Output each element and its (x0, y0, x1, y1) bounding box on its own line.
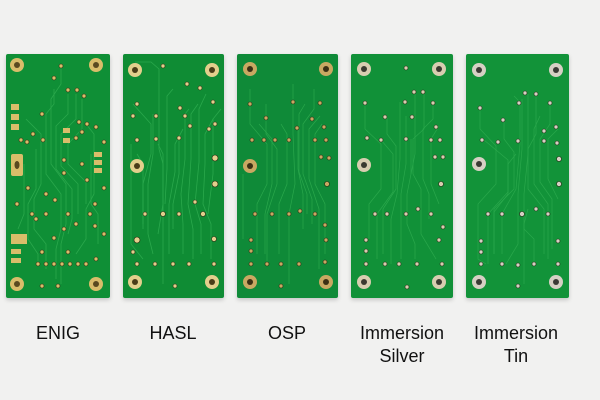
label-immersion-tin-line2: Tin (503, 346, 529, 366)
pcb-hasl-artwork (123, 54, 224, 298)
label-enig: ENIG (0, 322, 123, 345)
label-immersion-silver-line1: Immersion (359, 323, 444, 343)
label-osp: OSP (222, 322, 352, 345)
pcb-board-immersion-silver (351, 54, 453, 298)
label-immersion-tin: Immersion Tin (451, 322, 581, 368)
label-hasl-line1: HASL (149, 323, 197, 343)
label-enig-line1: ENIG (35, 323, 80, 343)
pcb-board-enig (6, 54, 110, 298)
label-osp-line1: OSP (267, 323, 306, 343)
label-hasl: HASL (108, 322, 238, 345)
pcb-board-osp (237, 54, 338, 298)
pcb-board-hasl (123, 54, 224, 298)
pcb-board-immersion-tin (466, 54, 569, 298)
label-immersion-silver: Immersion Silver (337, 322, 467, 368)
label-immersion-tin-line1: Immersion (473, 323, 558, 343)
label-immersion-silver-line2: Silver (379, 346, 425, 366)
pcb-immersion-silver-artwork (351, 54, 453, 298)
pcb-immersion-tin-artwork (466, 54, 569, 298)
pcb-osp-artwork (237, 54, 338, 298)
pcb-enig-artwork (6, 54, 110, 298)
